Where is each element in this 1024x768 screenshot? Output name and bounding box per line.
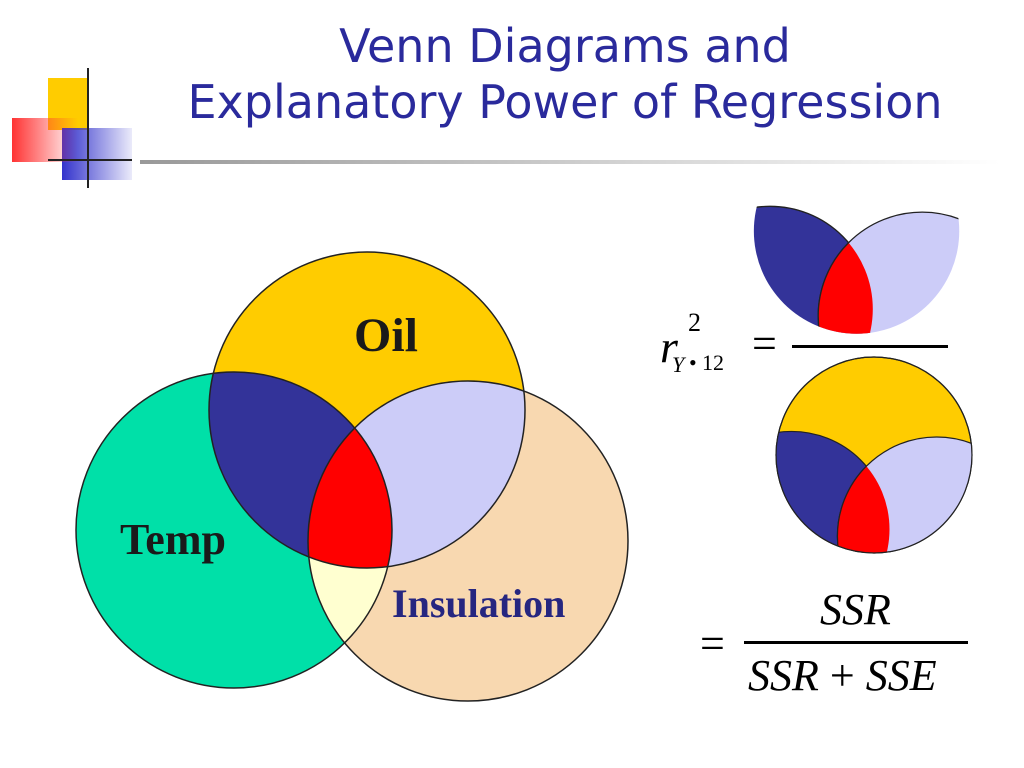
formula-equals-2: =	[700, 619, 725, 668]
fraction-bar-1	[792, 345, 948, 348]
formula-numerator: SSR	[820, 585, 891, 634]
title-line-1: Venn Diagrams and	[339, 19, 791, 73]
formula-subscript-y: Y	[672, 352, 685, 377]
denominator-sse: SSE	[865, 651, 937, 700]
temp-circle-outline	[75, 371, 393, 689]
oil-circle-outline	[208, 251, 526, 569]
formula-denominator: SSR + SSE	[748, 650, 937, 701]
denominator-plus: +	[829, 651, 855, 700]
formula-subscript-bullet: •	[689, 350, 697, 375]
denominator-ssr: SSR	[748, 651, 819, 700]
formula-r: r	[660, 321, 678, 372]
slide-title: Venn Diagrams and Explanatory Power of R…	[130, 18, 1000, 130]
title-underline	[140, 160, 1000, 164]
formula-superscript: 2	[688, 308, 701, 337]
slide-logo	[12, 68, 132, 188]
insulation-circle-outline	[307, 380, 629, 702]
oil-label: Oil	[354, 309, 419, 362]
title-line-2: Explanatory Power of Regression	[187, 75, 943, 129]
formula-subscript-12: 12	[702, 350, 724, 375]
insulation-label: Insulation	[392, 581, 566, 626]
formula-equals-1: =	[752, 319, 777, 368]
logo-red-square	[12, 118, 78, 162]
fraction-bar-2	[744, 641, 968, 644]
temp-label: Temp	[120, 515, 226, 564]
